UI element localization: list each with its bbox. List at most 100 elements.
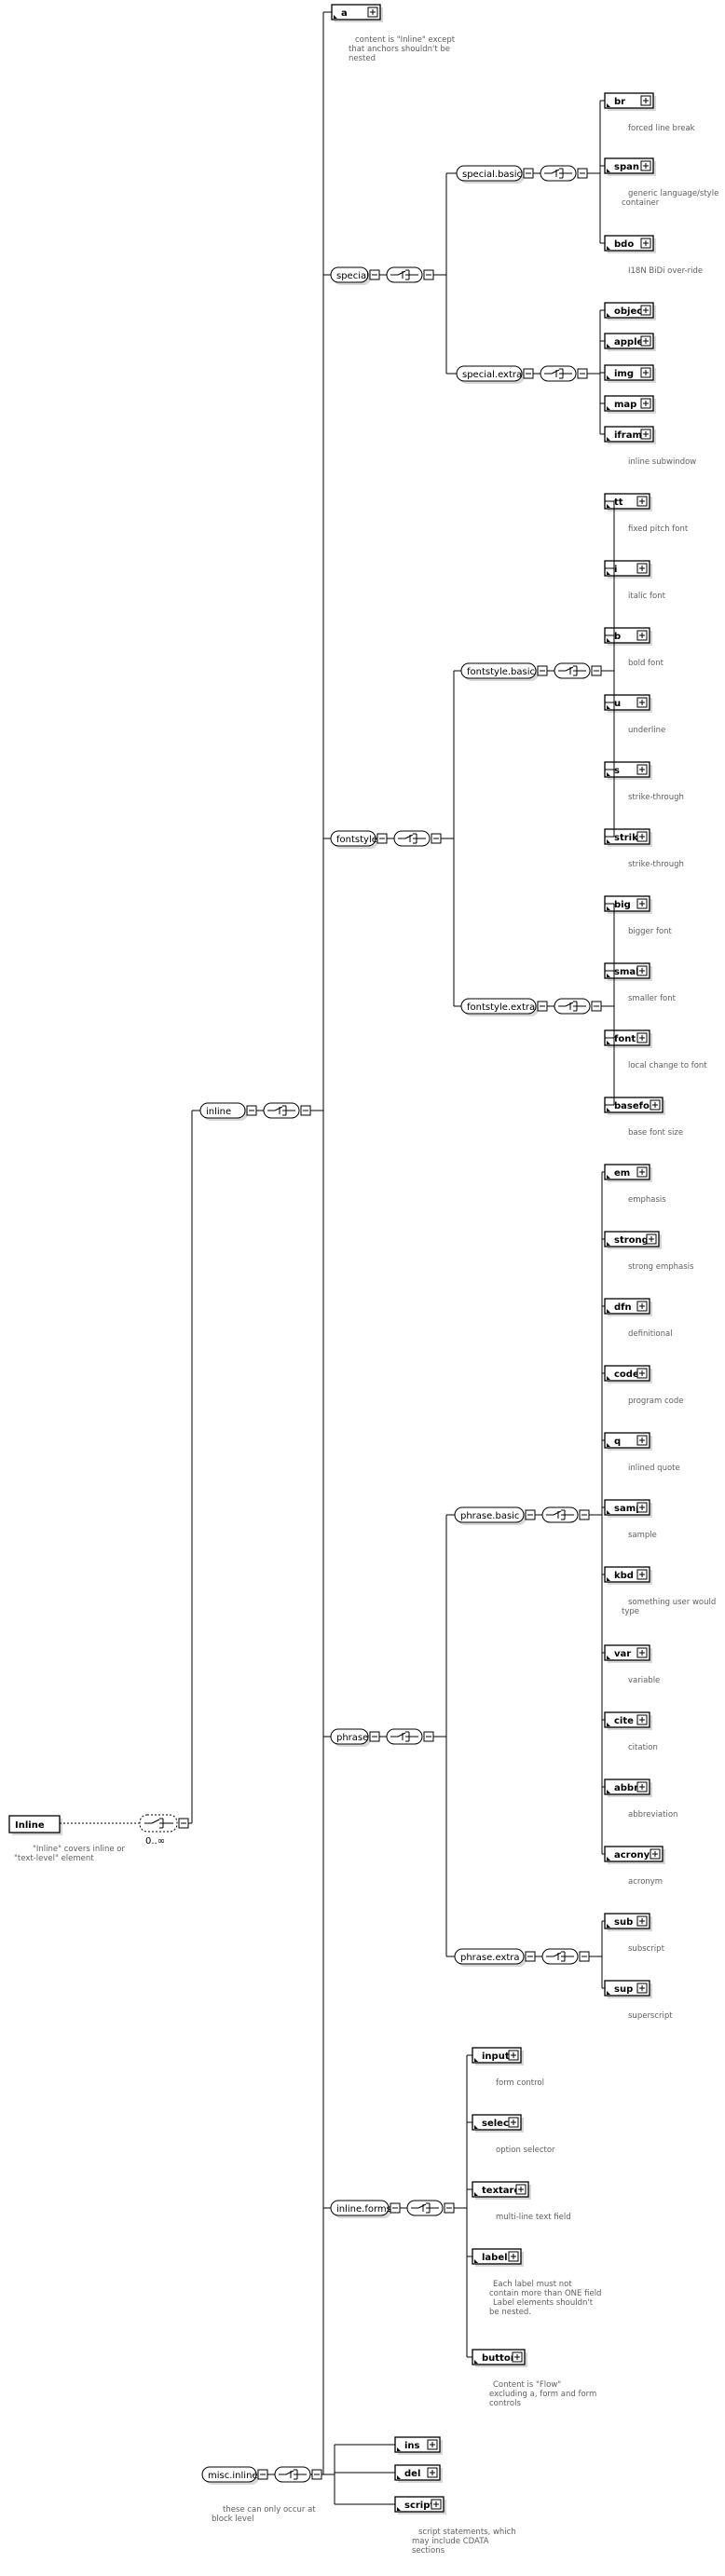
root-element-inline[interactable]: Inline	[8, 1815, 62, 1835]
expand-icon[interactable]	[640, 160, 651, 171]
group-phrase-basic[interactable]: phrase.basic	[454, 1506, 527, 1525]
expand-icon[interactable]	[508, 2251, 519, 2262]
expand-icon[interactable]	[636, 1915, 648, 1927]
collapse-icon[interactable]	[369, 269, 380, 280]
element-doc-text: may include CDATA	[412, 2537, 489, 2546]
collapse-icon[interactable]	[423, 1731, 434, 1742]
expand-icon[interactable]	[640, 398, 651, 409]
expand-icon[interactable]	[427, 2439, 438, 2450]
group-special-extra[interactable]: special.extra	[456, 365, 525, 384]
collapse-icon[interactable]	[579, 1951, 590, 1962]
expand-icon[interactable]	[640, 367, 651, 378]
group-box	[330, 830, 376, 847]
expand-icon[interactable]	[640, 95, 651, 106]
expand-icon[interactable]	[636, 1502, 648, 1513]
collapse-icon[interactable]	[537, 1001, 548, 1012]
collapse-icon[interactable]	[423, 269, 434, 280]
compositor-frame	[406, 2200, 444, 2216]
expand-icon[interactable]	[636, 1032, 648, 1043]
expand-icon[interactable]	[636, 697, 648, 708]
expand-icon[interactable]	[636, 496, 648, 507]
collapse-icon[interactable]	[577, 368, 588, 379]
collapse-icon[interactable]	[525, 1951, 536, 1962]
element-doc-text: I18N BiDi over-ride	[628, 266, 703, 276]
expand-icon[interactable]	[512, 2351, 523, 2363]
expand-icon[interactable]	[508, 2050, 519, 2061]
group-phrase[interactable]: phrase	[330, 1728, 371, 1747]
group-special[interactable]: special	[330, 266, 371, 285]
element-name: samp	[614, 1504, 642, 1514]
collapse-icon[interactable]	[591, 665, 602, 676]
collapse-icon[interactable]	[376, 833, 388, 844]
element-doc-text: bigger font	[628, 927, 673, 936]
expand-icon[interactable]	[636, 1301, 648, 1312]
group-fontstyle[interactable]: fontstyle	[330, 830, 378, 849]
collapse-icon[interactable]	[525, 1509, 536, 1520]
expand-icon[interactable]	[367, 7, 378, 18]
expand-icon[interactable]	[650, 1848, 661, 1860]
element-button[interactable]: button	[472, 2349, 527, 2367]
reference-arrow-icon	[607, 1309, 610, 1313]
expand-icon[interactable]	[515, 2184, 527, 2195]
collapse-icon[interactable]	[579, 1509, 590, 1520]
group-box	[454, 1948, 525, 1965]
collapse-icon[interactable]	[431, 833, 442, 844]
collapse-icon[interactable]	[311, 2469, 322, 2480]
element-name: ins	[404, 2441, 420, 2451]
expand-icon[interactable]	[427, 2467, 438, 2478]
expand-icon[interactable]	[431, 2499, 442, 2510]
expand-icon[interactable]	[636, 1166, 648, 1178]
reference-arrow-icon	[607, 313, 610, 317]
expand-icon[interactable]	[636, 831, 648, 842]
collapse-icon[interactable]	[523, 368, 534, 379]
collapse-icon[interactable]	[246, 1105, 257, 1116]
expand-icon[interactable]	[636, 965, 648, 976]
element-doc-text: Content is "Flow"	[493, 2380, 561, 2390]
expand-icon[interactable]	[636, 764, 648, 775]
reference-arrow-icon	[474, 2360, 478, 2364]
expand-icon[interactable]	[636, 898, 648, 909]
choice-compositor	[263, 1102, 300, 1119]
expand-icon[interactable]	[636, 563, 648, 574]
collapse-icon[interactable]	[369, 1731, 380, 1742]
reference-arrow-icon	[607, 1510, 610, 1514]
group-fontstyle-basic[interactable]: fontstyle.basic	[460, 662, 539, 681]
choice-compositor	[541, 1948, 579, 1965]
expand-icon[interactable]	[636, 1368, 648, 1379]
reference-arrow-icon	[607, 839, 610, 843]
expand-icon[interactable]	[508, 2117, 519, 2128]
element-name: em	[614, 1168, 630, 1179]
collapse-icon[interactable]	[523, 168, 534, 179]
element-doc-text: acronym	[628, 1877, 663, 1887]
collapse-icon[interactable]	[537, 665, 548, 676]
expand-icon[interactable]	[636, 1781, 648, 1792]
collapse-icon[interactable]	[390, 2202, 401, 2214]
expand-icon[interactable]	[640, 238, 651, 249]
group-inline-forms[interactable]: inline.forms	[330, 2200, 391, 2218]
group-inline[interactable]: inline	[199, 1102, 248, 1121]
collapse-icon[interactable]	[577, 168, 588, 179]
expand-icon[interactable]	[636, 630, 648, 641]
collapse-icon[interactable]	[591, 1001, 602, 1012]
expand-icon[interactable]	[640, 305, 651, 316]
group-special-basic[interactable]: special.basic	[456, 165, 525, 184]
expand-icon[interactable]	[640, 429, 651, 440]
expand-icon[interactable]	[636, 1983, 648, 1994]
group-name: misc.inline	[208, 2471, 258, 2481]
element-doc-text: variable	[628, 1676, 660, 1685]
group-fontstyle-extra[interactable]: fontstyle.extra	[460, 998, 539, 1016]
collapse-icon[interactable]	[257, 2469, 268, 2480]
collapse-icon[interactable]	[300, 1105, 311, 1116]
collapse-icon[interactable]	[444, 2202, 455, 2214]
expand-icon[interactable]	[636, 1714, 648, 1725]
expand-icon[interactable]	[646, 1233, 657, 1245]
expand-icon[interactable]	[636, 1435, 648, 1446]
expand-icon[interactable]	[650, 1099, 661, 1111]
expand-icon[interactable]	[636, 1647, 648, 1658]
group-misc-inline[interactable]: misc.inline	[201, 2466, 259, 2485]
expand-icon[interactable]	[640, 335, 651, 347]
expand-icon[interactable]	[636, 1569, 648, 1580]
group-phrase-extra[interactable]: phrase.extra	[454, 1948, 527, 1967]
collapse-icon[interactable]	[178, 1818, 189, 1829]
